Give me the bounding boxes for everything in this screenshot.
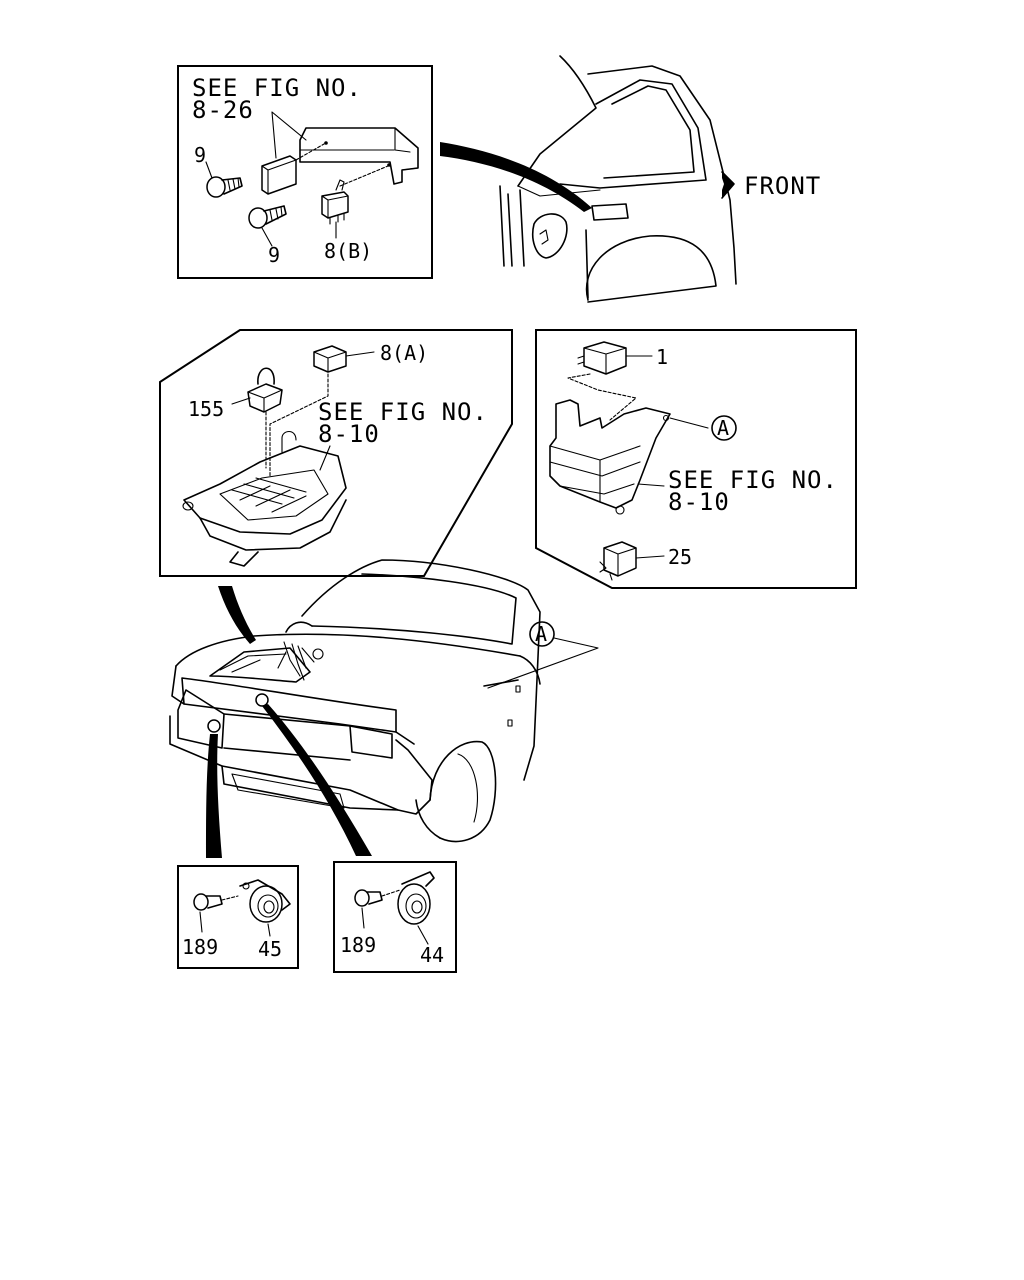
front-label: FRONT <box>744 172 821 200</box>
detail-box-horn-high: 189 44 <box>333 861 457 973</box>
part-number-label: 189 <box>340 933 376 957</box>
part-number-label: 8(B) <box>324 239 372 263</box>
detail-box-relay-bracket-right: 1 A SEE FIG NO. 8-10 25 <box>535 329 857 589</box>
part-number-label: 9 <box>268 243 280 267</box>
part-number-label: 9 <box>194 143 206 167</box>
bolt-icon <box>354 889 383 907</box>
see-fig-label: SEE FIG NO. <box>318 398 488 426</box>
part-number-label: 155 <box>188 397 224 421</box>
callout-circle-a: A <box>711 415 737 441</box>
leader-arrow <box>440 142 592 212</box>
see-fig-number: 8-10 <box>318 420 380 448</box>
detail-box-relay-bracket: SEE FIG NO. 8-26 9 9 <box>177 65 433 279</box>
see-fig-number: 8-10 <box>668 488 730 516</box>
part-number-label: 8(A) <box>380 341 428 365</box>
part-number-label: 1 <box>656 345 668 369</box>
bolt-icon <box>206 176 243 198</box>
see-fig-label: SEE FIG NO. <box>192 74 362 102</box>
fuse-puller-icon <box>247 367 283 413</box>
relay-icon <box>313 345 347 373</box>
horn-icon <box>239 879 291 923</box>
part-number-label: 189 <box>182 935 218 959</box>
fuse-box-icon <box>182 430 347 567</box>
svg-text:A: A <box>535 622 547 646</box>
callout-circle-a: A <box>529 621 555 647</box>
leader-arrow <box>218 586 256 644</box>
front-direction-indicator: FRONT <box>721 171 821 200</box>
bolt-icon <box>193 893 223 911</box>
detail-box-fuse-box: 8(A) 155 SEE FIG NO. 8-10 <box>159 329 513 577</box>
bolt-icon <box>248 205 287 229</box>
part-number-label: 45 <box>258 937 282 961</box>
detail-box-horn-low: 189 45 <box>177 865 299 969</box>
see-fig-number: 8-26 <box>192 96 254 124</box>
vehicle-front-view <box>169 559 541 843</box>
relay-icon <box>321 179 349 225</box>
leader-arrow <box>206 734 222 858</box>
part-number-label: 25 <box>668 545 692 569</box>
relay-icon <box>577 341 627 375</box>
relay-bracket-icon <box>549 399 671 515</box>
horn-icon <box>397 871 435 925</box>
relay-icon <box>599 541 637 581</box>
see-fig-label: SEE FIG NO. <box>668 466 838 494</box>
part-number-label: 44 <box>420 943 444 967</box>
svg-text:A: A <box>717 416 729 440</box>
quarter-panel-view <box>499 55 737 303</box>
leader-arrow <box>262 704 372 856</box>
